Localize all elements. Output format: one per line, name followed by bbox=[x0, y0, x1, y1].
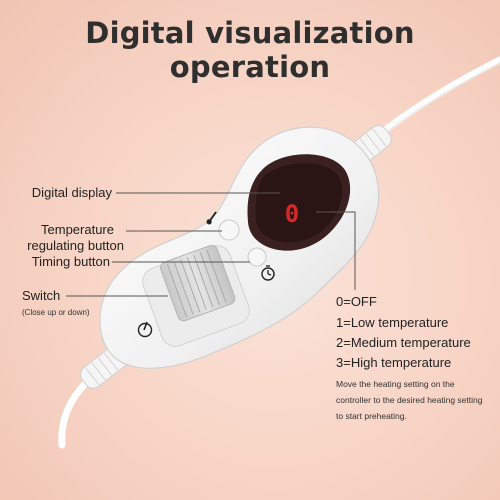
timing-button[interactable] bbox=[247, 247, 267, 267]
legend-item-medium: 2=Medium temperature bbox=[336, 335, 471, 350]
switch-slider[interactable] bbox=[159, 244, 237, 323]
display-digit: 0 bbox=[284, 200, 300, 228]
display-panel bbox=[255, 163, 343, 243]
timer-icon bbox=[261, 265, 275, 281]
label-digital-display: Digital display bbox=[31, 185, 112, 200]
label-switch-note: (Close up or down) bbox=[22, 308, 90, 317]
power-icon bbox=[137, 321, 153, 338]
thermometer-icon bbox=[206, 211, 217, 225]
legend-item-off: 0=OFF bbox=[336, 294, 377, 309]
label-timing-button: Timing button bbox=[31, 254, 110, 269]
label-switch: Switch bbox=[22, 288, 61, 303]
leader-digit-legend bbox=[316, 211, 356, 290]
page-title: Digital visualization operation bbox=[85, 16, 415, 84]
instruction-note: Move the heating setting on the controll… bbox=[336, 379, 483, 421]
label-temperature-line1: Temperature bbox=[41, 222, 114, 237]
cable-top bbox=[368, 56, 500, 144]
legend-item-low: 1=Low temperature bbox=[336, 315, 449, 330]
temperature-button[interactable] bbox=[218, 219, 240, 241]
label-temperature-line2: regulating button bbox=[27, 238, 124, 253]
legend-item-high: 3=High temperature bbox=[336, 355, 452, 370]
label-temperature-button: Temperature regulating button bbox=[2, 222, 124, 254]
